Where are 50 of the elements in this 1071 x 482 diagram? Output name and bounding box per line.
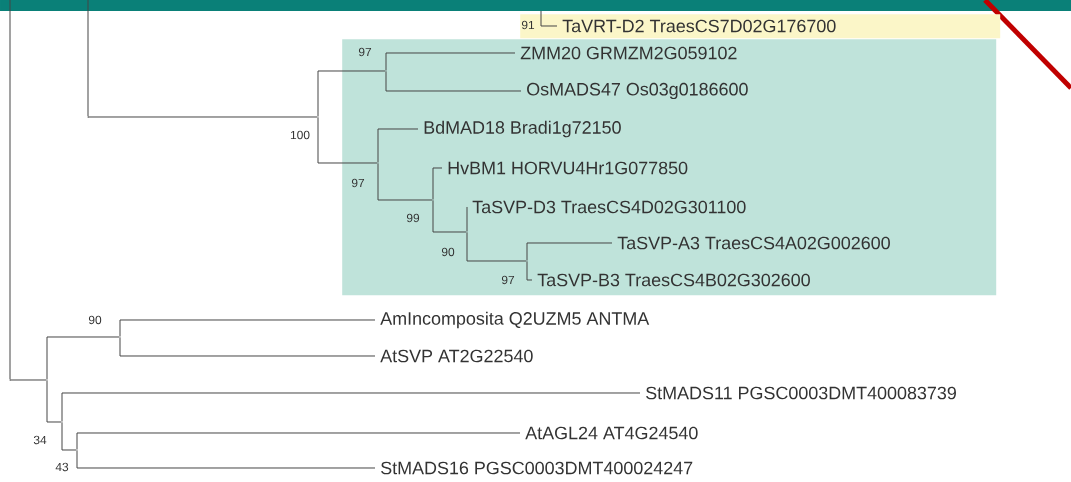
branch-line: [377, 128, 419, 163]
leaf-label: AtAGL24 AT4G24540: [525, 426, 698, 440]
leaf-label: AmIncomposita Q2UZM5 ANTMA: [380, 311, 650, 329]
bootstrap-value: 97: [351, 178, 365, 188]
branch-line: [87, 0, 89, 117]
branch-line: [76, 450, 376, 469]
leaf-label: OsMADS47 Os03g0186600: [527, 82, 748, 100]
branch-line: [526, 261, 533, 281]
bootstrap-value: 90: [88, 315, 102, 325]
bootstrap-value: 100: [290, 130, 310, 140]
leaf-label: AtSVP AT2G22540: [380, 349, 533, 363]
branch-line: [119, 337, 376, 357]
branch-line: [317, 70, 386, 117]
branch-line: [317, 117, 378, 164]
leaf-label: StMADS16 PGSC0003DMT400024247: [381, 461, 693, 475]
clade-highlight: [520, 14, 1001, 39]
branch-line: [432, 200, 467, 233]
branch-line: [540, 10, 558, 27]
leaf-label: TaSVP-B3 TraesCS4B02G302600: [537, 273, 810, 287]
bootstrap-value: 99: [406, 213, 420, 223]
branch-line: [385, 71, 522, 92]
leaf-label: ZMM20 GRMZM2G059102: [520, 46, 737, 60]
leaf-label: TaSVP-A3 TraesCS4A02G002600: [617, 236, 890, 250]
branch-line: [46, 336, 120, 380]
branch-line: [9, 379, 47, 381]
leaf-label: StMADS11 PGSC0003DMT400083739: [646, 386, 956, 400]
leaf-label: HvBM1 HORVU4Hr1G077850: [448, 161, 688, 175]
leaf-label: TaVRT-D2 TraesCS7D02G176700: [562, 19, 836, 33]
bootstrap-value: 90: [441, 247, 455, 257]
branch-line: [466, 206, 468, 232]
branch-line: [377, 163, 433, 201]
bootstrap-value: 97: [358, 47, 372, 57]
branch-line: [466, 232, 527, 262]
branch-line: [76, 432, 521, 450]
branch-line: [46, 380, 62, 423]
bootstrap-value: 34: [33, 435, 47, 445]
leaf-label: TaSVP-D3 TraesCS4D02G301100: [472, 200, 746, 214]
branch-line: [61, 392, 641, 422]
branch-line: [61, 422, 77, 451]
clade-highlight: [342, 39, 997, 296]
branch-line: [9, 0, 11, 380]
branch-line: [87, 116, 318, 118]
branch-line: [432, 167, 443, 200]
leaf-label: BdMAD18 Bradi1g72150: [424, 120, 621, 138]
branch-line: [526, 242, 613, 261]
bootstrap-value: 43: [55, 462, 69, 472]
bootstrap-value: 91: [521, 20, 535, 30]
branch-line: [119, 319, 376, 337]
branch-line: [385, 52, 516, 71]
bootstrap-value: 97: [501, 275, 515, 285]
